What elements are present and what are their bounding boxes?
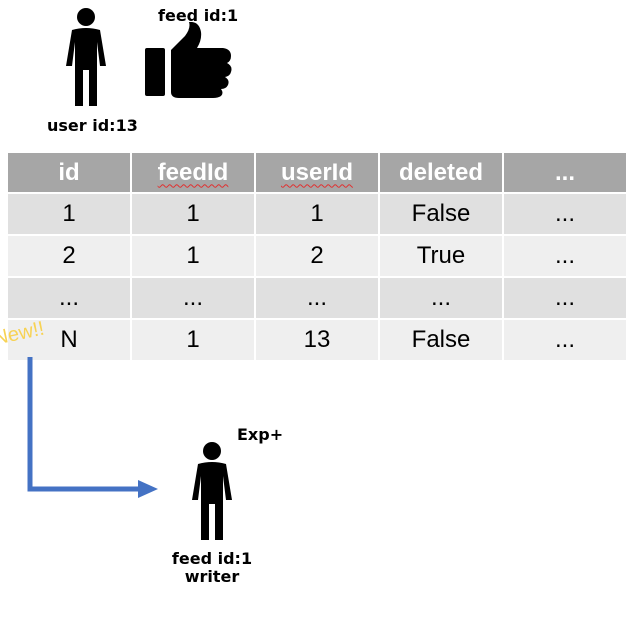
- cell-deleted: True: [379, 235, 504, 278]
- exp-label: Exp+: [237, 425, 284, 444]
- cell-feedid: 1: [131, 193, 256, 236]
- cell-more: ...: [503, 235, 628, 278]
- feed-label: feed id:1: [158, 6, 239, 25]
- cell-deleted: ...: [379, 277, 504, 320]
- header-feedid: feedId: [131, 153, 256, 194]
- table-header-row: id feedId userId deleted ...: [8, 153, 628, 194]
- cell-deleted: False: [379, 319, 504, 362]
- person-icon: [66, 8, 106, 106]
- cell-more: ...: [503, 319, 628, 362]
- table-row: 1 1 1 False ...: [8, 193, 628, 236]
- header-more: ...: [503, 153, 628, 194]
- writer-person-icon: [192, 442, 232, 540]
- cell-id: N: [8, 319, 132, 362]
- cell-userid: 13: [255, 319, 380, 362]
- writer-label-line2: writer: [184, 567, 240, 586]
- table-row: N 1 13 False ...: [8, 319, 628, 362]
- table-row: ... ... ... ... ...: [8, 277, 628, 320]
- cell-feedid: 1: [131, 319, 256, 362]
- cell-deleted: False: [379, 193, 504, 236]
- header-userid-label: userId: [280, 158, 354, 186]
- writer-label-line1: feed id:1: [171, 549, 253, 568]
- user-label: user id:13: [47, 116, 138, 135]
- header-userid: userId: [255, 153, 380, 194]
- cell-more: ...: [503, 277, 628, 320]
- header-deleted: deleted: [379, 153, 504, 194]
- cell-id: 2: [8, 235, 132, 278]
- cell-more: ...: [503, 193, 628, 236]
- cell-id: ...: [8, 277, 132, 320]
- cell-userid: 2: [255, 235, 380, 278]
- table-row: 2 1 2 True ...: [8, 235, 628, 278]
- header-id: id: [8, 153, 132, 194]
- cell-feedid: 1: [131, 235, 256, 278]
- cell-feedid: ...: [131, 277, 256, 320]
- cell-userid: 1: [255, 193, 380, 236]
- header-feedid-label: feedId: [157, 158, 229, 186]
- cell-userid: ...: [255, 277, 380, 320]
- writer-label: feed id:1 writer: [168, 550, 256, 586]
- thumbs-up-icon: [145, 22, 232, 98]
- arrow-icon: [27, 357, 158, 498]
- likes-table: id feedId userId deleted ... 1 1 1 False…: [8, 153, 628, 362]
- cell-id: 1: [8, 193, 132, 236]
